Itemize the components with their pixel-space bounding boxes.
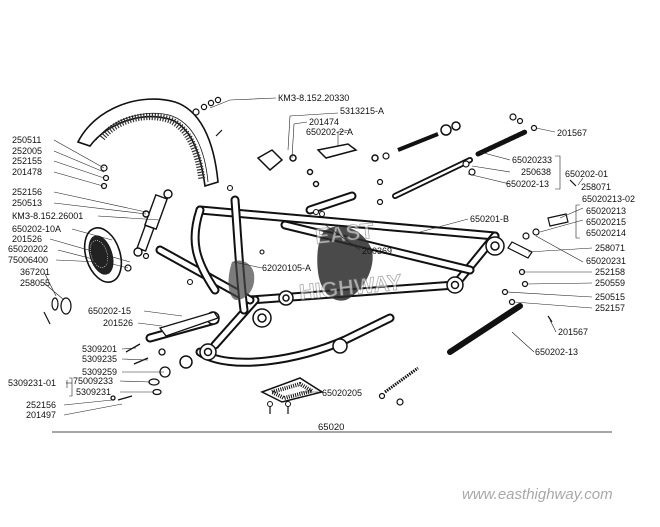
part-number-labels: КМЗ-8.152.20330 5313215-А 201474 650202-… bbox=[8, 93, 635, 433]
label-65020233: 65020233 bbox=[512, 155, 552, 165]
label-65020231: 65020231 bbox=[586, 256, 626, 266]
label-200369: 200369 bbox=[362, 246, 392, 256]
label-201526-mid: 201526 bbox=[103, 318, 133, 328]
front-member bbox=[110, 311, 220, 401]
label-5313215a: 5313215-А bbox=[340, 106, 384, 116]
label-252155: 252155 bbox=[12, 156, 42, 166]
label-65020213-02: 65020213-02 bbox=[582, 194, 635, 204]
label-250511: 250511 bbox=[12, 135, 41, 145]
label-252156-left: 252156 bbox=[12, 187, 42, 197]
label-5309235: 5309235 bbox=[82, 354, 117, 364]
label-65020213: 65020213 bbox=[586, 206, 626, 216]
label-65020215: 65020215 bbox=[586, 217, 626, 227]
label-258055: 258055 bbox=[20, 278, 50, 288]
label-km3-26001: КМЗ-8.152.26001 bbox=[12, 211, 83, 221]
label-201567-top: 201567 bbox=[557, 128, 587, 138]
label-250515: 250515 bbox=[595, 292, 625, 302]
label-5309259: 5309259 bbox=[82, 367, 117, 377]
label-65020205: 65020205 bbox=[322, 388, 362, 398]
label-650201-b: 650201-В bbox=[470, 214, 509, 224]
label-650202-15: 650202-15 bbox=[88, 306, 131, 316]
tie-rods bbox=[382, 121, 528, 199]
left-hardware bbox=[43, 252, 150, 325]
label-65020202: 65020202 bbox=[8, 244, 48, 254]
label-5309231-01: 5309231-01 bbox=[8, 378, 56, 388]
label-250513: 250513 bbox=[12, 198, 42, 208]
watermark-url: www.easthighway.com bbox=[462, 486, 613, 503]
frame-bolts bbox=[186, 184, 326, 286]
label-201478: 201478 bbox=[12, 167, 42, 177]
headlight-part bbox=[83, 227, 123, 283]
label-201474: 201474 bbox=[309, 117, 339, 127]
label-258071-right: 258071 bbox=[595, 243, 625, 253]
parts-drawing: EAST HIGHWAY bbox=[43, 96, 612, 433]
label-650202-13-bottom: 650202-13 bbox=[535, 347, 578, 357]
label-75009233: 75009233 bbox=[73, 376, 113, 386]
label-65020214: 65020214 bbox=[586, 228, 626, 238]
label-650202-01: 650202-01 bbox=[565, 169, 608, 179]
label-250559: 250559 bbox=[595, 278, 625, 288]
label-258071-top: 258071 bbox=[581, 182, 611, 192]
lower-tie-rod bbox=[378, 303, 523, 406]
fender-part bbox=[76, 98, 219, 188]
label-5309231: 5309231 bbox=[76, 387, 111, 397]
svg-text:HIGHWAY: HIGHWAY bbox=[298, 269, 403, 305]
shock-absorber-part bbox=[133, 189, 173, 257]
top-bracket bbox=[256, 143, 379, 188]
label-252005: 252005 bbox=[12, 146, 42, 156]
label-650202-10a: 650202-10А bbox=[12, 224, 61, 234]
label-km3-20330: КМЗ-8.152.20330 bbox=[278, 93, 349, 103]
assembly-code: 65020 bbox=[318, 422, 344, 433]
label-252158: 252158 bbox=[595, 267, 625, 277]
label-201497: 201497 bbox=[26, 410, 56, 420]
label-252157: 252157 bbox=[595, 303, 625, 313]
fender-bolts bbox=[100, 96, 223, 190]
label-367201: 367201 bbox=[20, 267, 50, 277]
skid-plate-part bbox=[260, 377, 324, 414]
label-201567-bottom: 201567 bbox=[558, 327, 588, 337]
label-650202-13-top: 650202-13 bbox=[506, 179, 549, 189]
leader-lines bbox=[43, 97, 593, 416]
frame-joints bbox=[179, 236, 505, 369]
label-250638: 250638 bbox=[521, 167, 551, 177]
right-hardware bbox=[376, 113, 577, 323]
frame-shading bbox=[228, 226, 373, 301]
label-252156-bottom: 252156 bbox=[26, 400, 56, 410]
label-201526-left: 201526 bbox=[12, 234, 42, 244]
label-62020105a: 62020105-А bbox=[262, 263, 311, 273]
label-5309201: 5309201 bbox=[82, 344, 117, 354]
label-75006400: 75006400 bbox=[8, 255, 48, 265]
label-650202-2a: 650202-2-А bbox=[306, 127, 353, 137]
